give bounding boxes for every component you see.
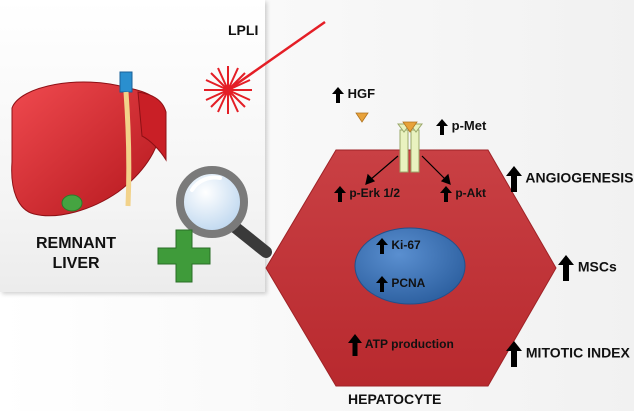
up-arrow-icon <box>376 276 388 292</box>
up-arrow-icon <box>558 255 574 281</box>
hgf-text: HGF <box>347 86 376 101</box>
p-akt-text: p-Akt <box>455 186 487 201</box>
up-arrow-icon <box>332 87 344 103</box>
up-arrow-icon <box>440 186 452 202</box>
remnant-label: REMNANT <box>36 235 116 252</box>
atp-label: ATP production <box>348 334 454 356</box>
pcna-label: PCNA <box>376 276 425 292</box>
plus-icon <box>157 229 211 283</box>
hepatocyte-label: HEPATOCYTE <box>348 391 442 407</box>
receptor-icon <box>397 121 423 173</box>
up-arrow-icon <box>334 186 346 202</box>
magnifier-icon <box>176 166 272 258</box>
mscs-label: MSCs <box>558 255 617 281</box>
laser-burst-icon <box>204 20 326 114</box>
mscs-text: MSCs <box>577 258 617 275</box>
mitotic-index-label: MITOTIC INDEX <box>506 341 630 367</box>
up-arrow-icon <box>376 238 388 254</box>
p-erk-text: p-Erk 1/2 <box>349 186 401 201</box>
p-akt-label: p-Akt <box>440 186 486 202</box>
hgf-ligand-icon <box>355 112 369 123</box>
angiogenesis-text: ANGIOGENESIS <box>525 169 634 186</box>
p-erk-label: p-Erk 1/2 <box>334 186 400 202</box>
p-met-text: p-Met <box>451 118 487 133</box>
liver-icon <box>11 71 167 217</box>
liver-label: LIVER <box>52 255 100 272</box>
angiogenesis-label: ANGIOGENESIS <box>506 166 634 192</box>
up-arrow-icon <box>506 166 522 192</box>
up-arrow-icon <box>436 119 448 135</box>
p-met-label: p-Met <box>436 118 487 135</box>
lpli-label: LPLI <box>228 22 259 38</box>
up-arrow-icon <box>506 341 522 367</box>
ki67-label: Ki-67 <box>376 238 421 254</box>
signal-arrows <box>365 155 451 185</box>
ki67-text: Ki-67 <box>391 238 421 253</box>
pcna-text: PCNA <box>391 276 426 291</box>
atp-text: ATP production <box>364 337 454 352</box>
mitotic-index-text: MITOTIC INDEX <box>525 344 630 361</box>
up-arrow-icon <box>348 334 362 356</box>
hgf-label: HGF <box>332 86 375 103</box>
